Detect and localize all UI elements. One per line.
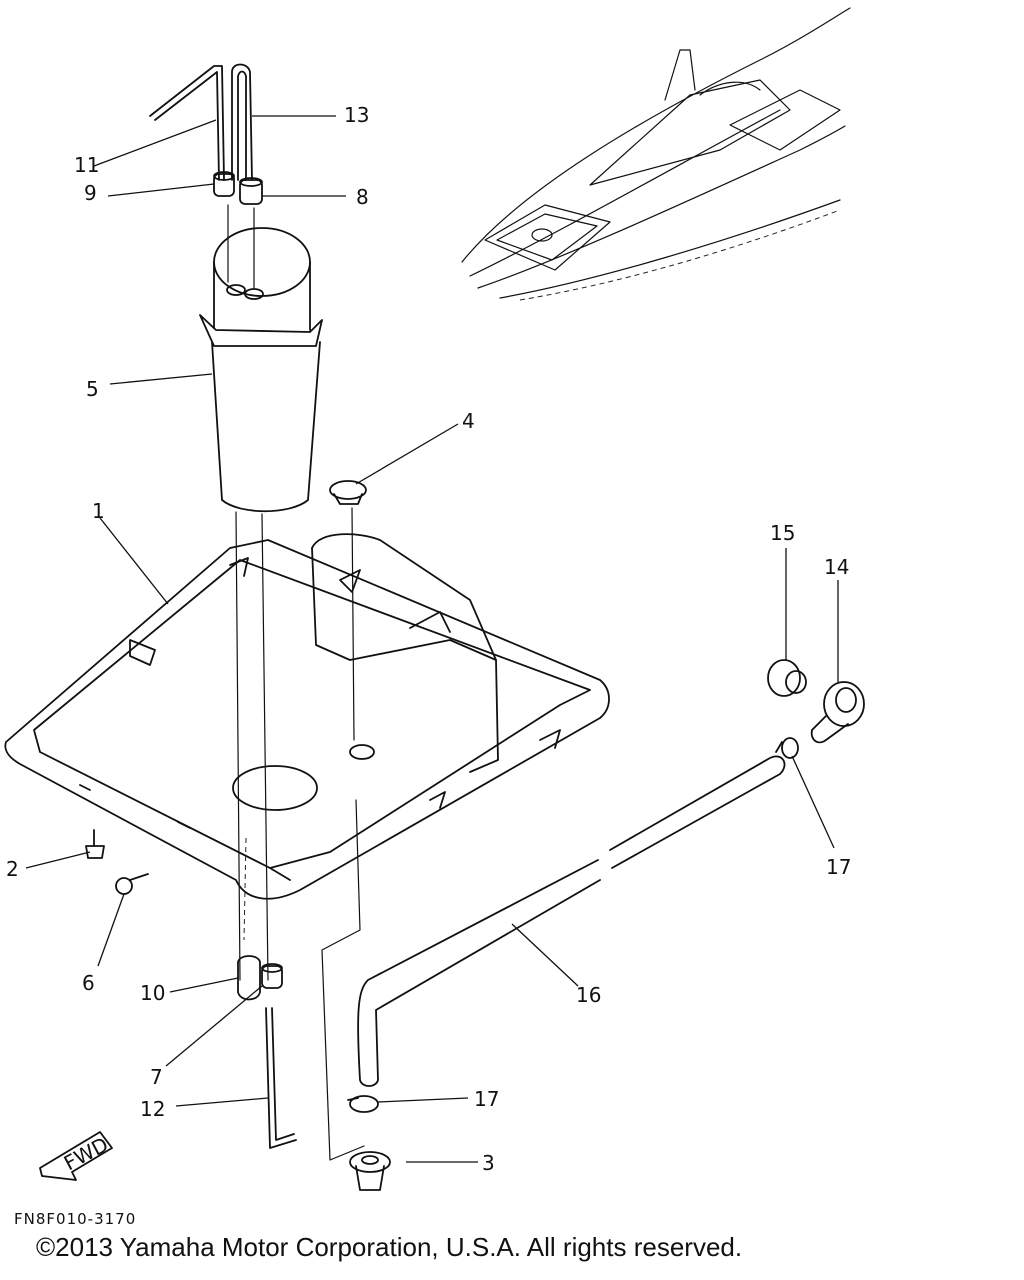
filter-container-5	[199, 227, 323, 513]
callout-17-upper: 17	[826, 855, 851, 879]
callout-5: 5	[86, 377, 99, 401]
screw-6	[115, 873, 149, 895]
hose-13	[231, 63, 253, 181]
callout-9: 9	[84, 181, 97, 205]
hose-16	[357, 755, 786, 1087]
cap-8	[239, 177, 263, 205]
callout-15: 15	[770, 521, 795, 545]
callout-6: 6	[82, 971, 95, 995]
callout-3: 3	[482, 1151, 495, 1175]
callout-13: 13	[344, 103, 369, 127]
callout-2: 2	[6, 857, 19, 881]
cap-15	[767, 659, 807, 697]
leader-lines	[25, 115, 839, 1163]
cap-9	[213, 171, 235, 197]
tray-1	[4, 533, 610, 900]
callout-4: 4	[462, 409, 475, 433]
clamp-17-upper	[775, 737, 799, 759]
callout-7: 7	[150, 1065, 163, 1089]
cap-10	[237, 955, 261, 1001]
callout-14: 14	[824, 555, 849, 579]
grommet-3	[349, 1151, 391, 1191]
callout-10: 10	[140, 981, 165, 1005]
cap-7	[261, 963, 283, 989]
grommet-4	[329, 480, 367, 505]
fitting-14	[810, 681, 865, 744]
callout-11: 11	[74, 153, 99, 177]
callout-8: 8	[356, 185, 369, 209]
callout-12: 12	[140, 1097, 165, 1121]
watercraft-inset	[461, 7, 851, 301]
hose-11	[149, 65, 225, 181]
screw-2	[85, 829, 105, 859]
diagram-code: FN8F010-3170	[14, 1210, 137, 1228]
fwd-label: FWD	[60, 1132, 112, 1175]
callout-17-lower: 17	[474, 1087, 499, 1111]
hose-12	[265, 1007, 297, 1149]
fwd-arrow: FWD	[39, 1131, 113, 1181]
callout-16: 16	[576, 983, 601, 1007]
clamp-17-lower	[347, 1095, 379, 1113]
copyright-notice: ©2013 Yamaha Motor Corporation, U.S.A. A…	[36, 1232, 743, 1262]
callout-1: 1	[92, 499, 105, 523]
